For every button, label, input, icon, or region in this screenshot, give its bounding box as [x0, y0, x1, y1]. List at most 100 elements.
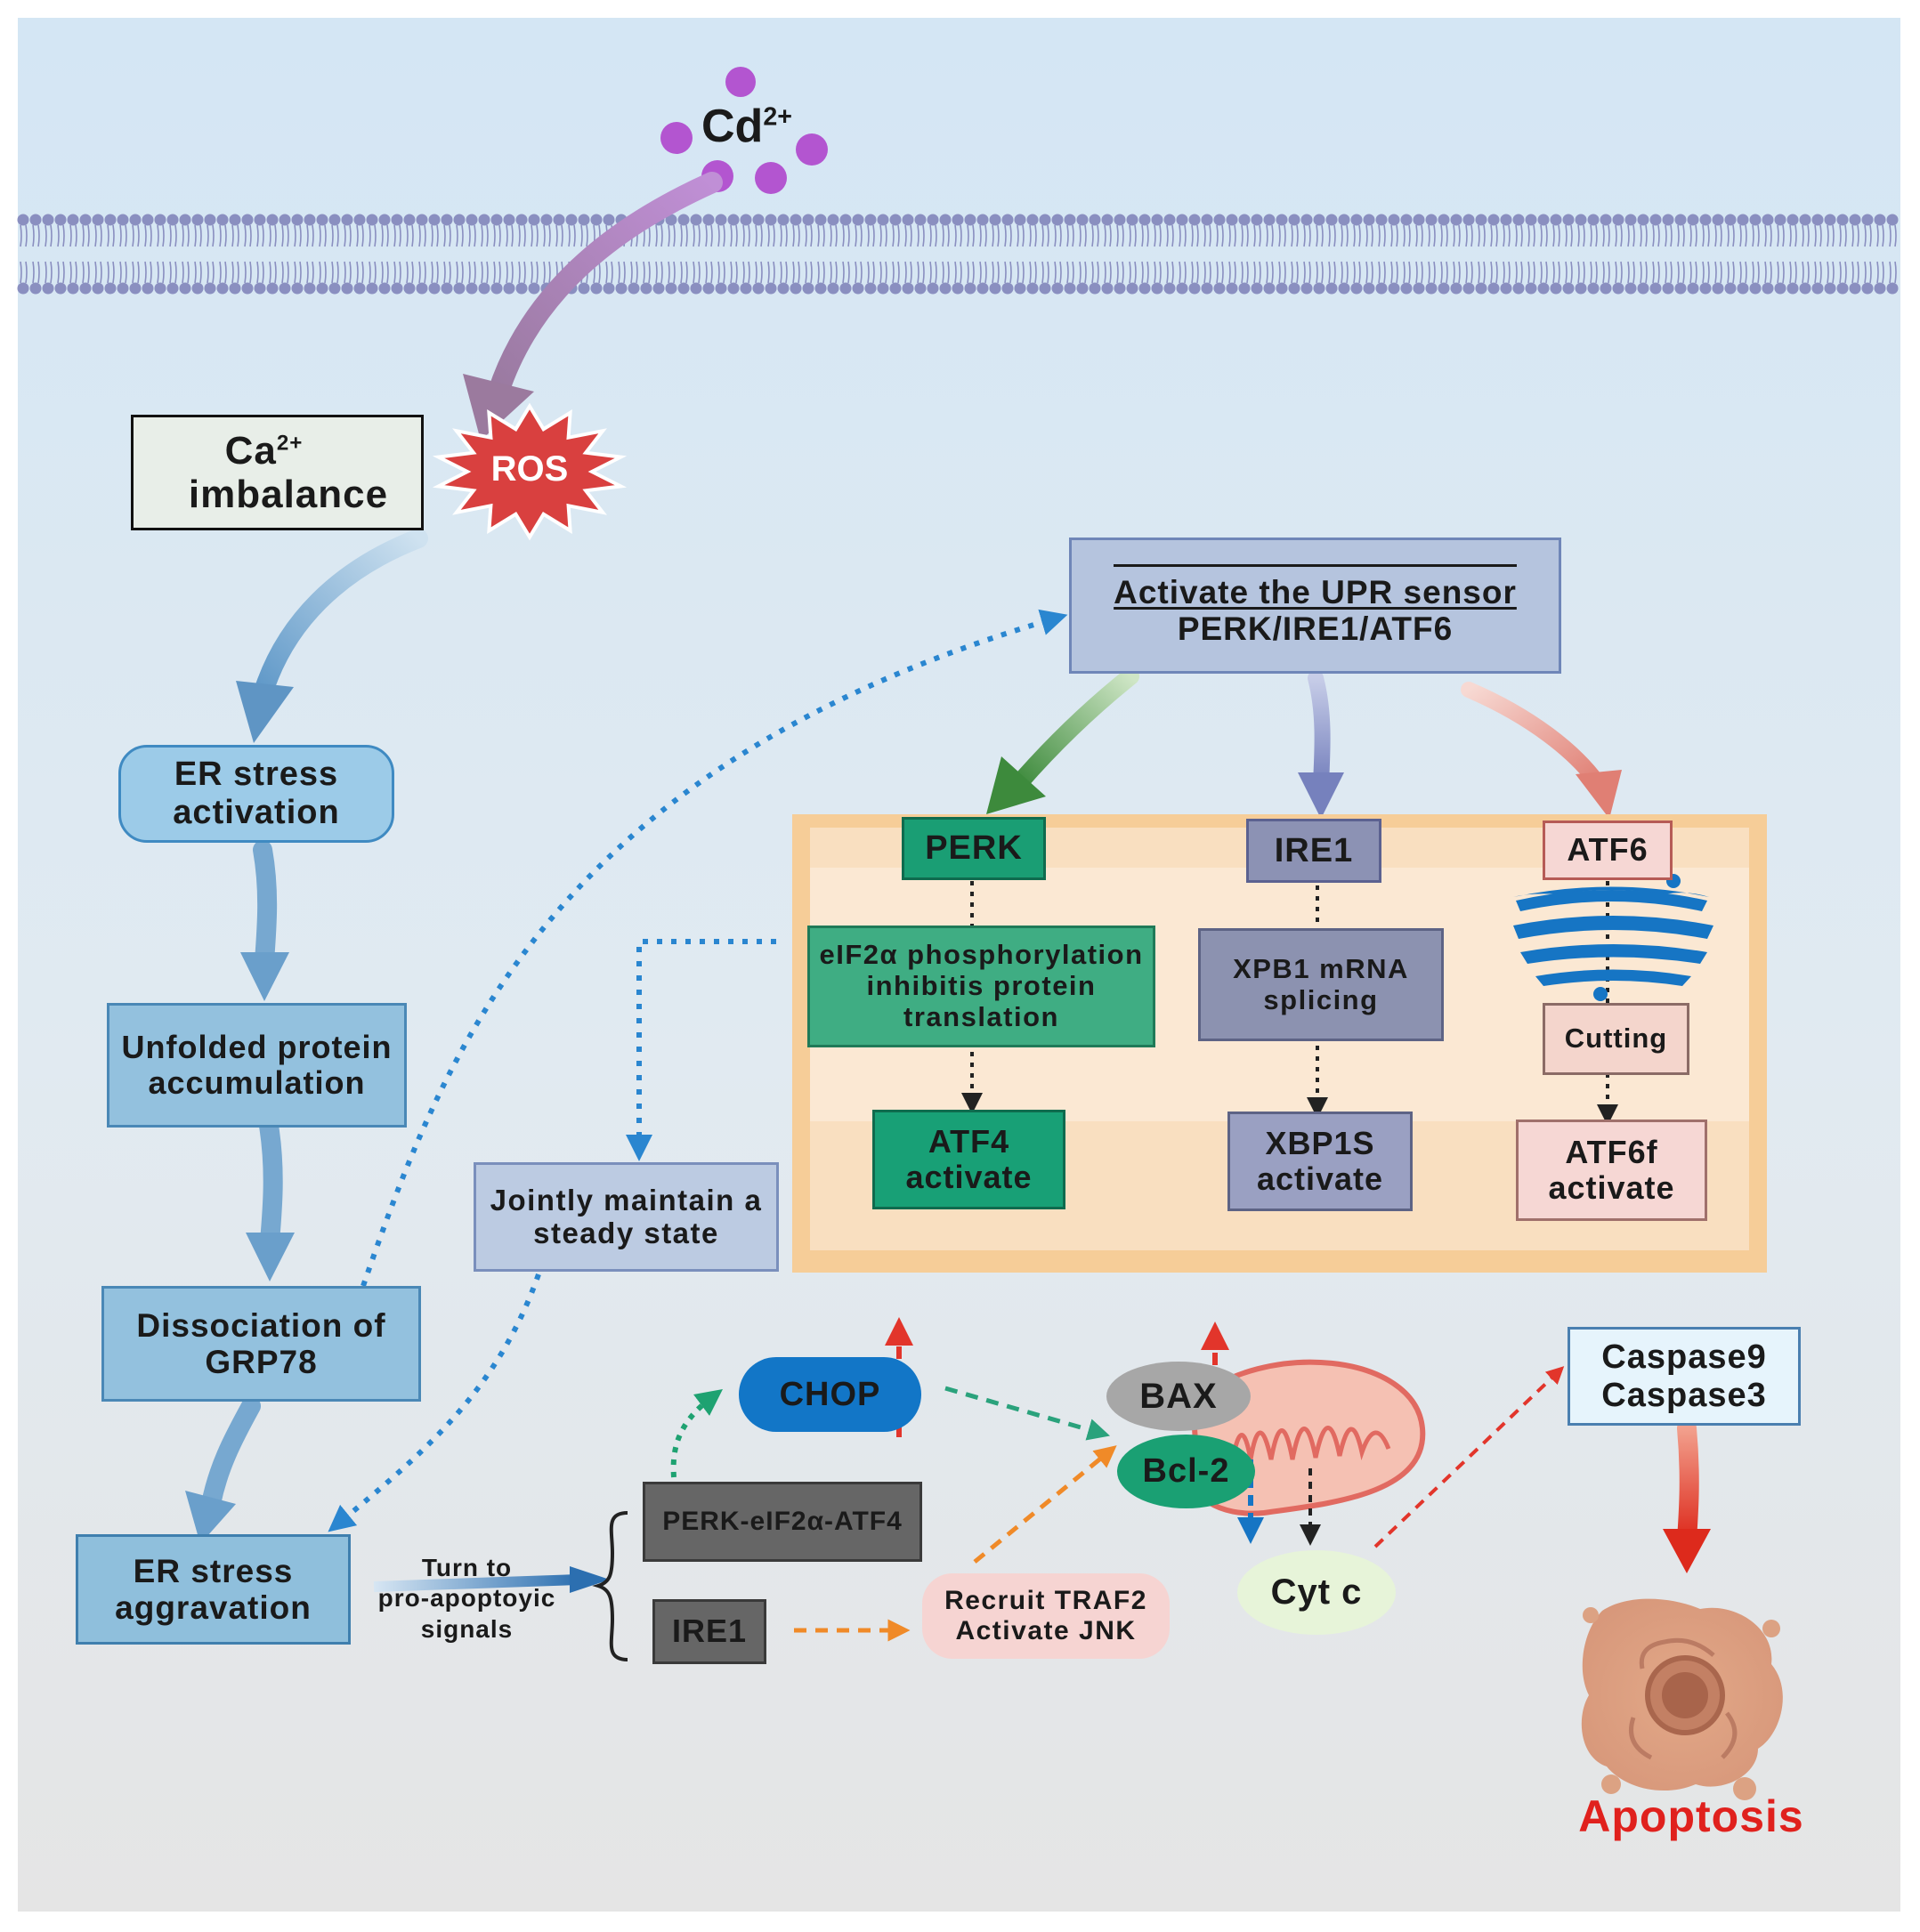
- lipid-head: [1687, 282, 1699, 295]
- lipid-tail: [1084, 224, 1087, 247]
- cadmium-ions-icon: [660, 67, 828, 194]
- lipid-tail: [1857, 224, 1859, 247]
- lipid-head: [1786, 214, 1799, 226]
- lipid-tail: [237, 224, 239, 247]
- lipid-head: [1575, 214, 1587, 226]
- lipid-tail: [498, 224, 501, 247]
- lipid-tail: [860, 224, 863, 247]
- lipid-tail: [194, 261, 197, 284]
- lipid-tail: [723, 224, 725, 247]
- lipid-tail: [25, 261, 28, 284]
- lipid-tail: [306, 261, 309, 284]
- lipid-head: [466, 282, 478, 295]
- lipid-tail: [760, 261, 763, 284]
- lipid-head: [1263, 282, 1276, 295]
- lipid-tail: [1770, 261, 1772, 284]
- perk-box: PERK: [902, 817, 1046, 880]
- golgi-apparatus-icon: [1513, 874, 1713, 1001]
- lipid-head: [1487, 282, 1500, 295]
- lipid-head: [727, 214, 740, 226]
- lipid-head: [1263, 214, 1276, 226]
- lipid-head: [615, 282, 628, 295]
- lipid-head: [304, 282, 316, 295]
- lipid-tail: [1091, 261, 1094, 284]
- lipid-head: [1799, 214, 1811, 226]
- lipid-tail: [1308, 224, 1311, 247]
- lipid-head: [1874, 282, 1886, 295]
- lipid-head: [104, 214, 117, 226]
- lipid-tail: [1378, 224, 1381, 247]
- lipid-tail: [1832, 224, 1835, 247]
- atf6-box: ATF6: [1543, 820, 1673, 880]
- lipid-head: [1338, 214, 1350, 226]
- lipid-head: [528, 282, 540, 295]
- lipid-tail: [735, 261, 738, 284]
- lipid-head: [765, 282, 777, 295]
- lipid-tail: [1059, 261, 1062, 284]
- lipid-head: [690, 282, 702, 295]
- lipid-tail: [1134, 224, 1137, 247]
- lipid-head: [1001, 282, 1014, 295]
- lipid-head: [1824, 214, 1836, 226]
- lipid-head: [291, 282, 304, 295]
- lipid-head: [1413, 214, 1425, 226]
- lipid-tail: [1702, 224, 1705, 247]
- lipid-tail: [1608, 261, 1610, 284]
- lipid-tail: [294, 261, 296, 284]
- lipid-tail: [144, 261, 147, 284]
- lipid-head: [515, 214, 528, 226]
- grp78-line2: GRP78: [205, 1344, 318, 1380]
- traf2-line2: Activate JNK: [955, 1616, 1137, 1645]
- eif2a-line2: inhibitis protein: [866, 970, 1097, 1002]
- xbp1s-line2: activate: [1256, 1160, 1384, 1197]
- lipid-tail: [461, 261, 464, 284]
- lipid-head: [453, 214, 466, 226]
- lipid-head: [1251, 214, 1263, 226]
- lipid-head: [1450, 282, 1462, 295]
- lipid-head: [1575, 282, 1587, 295]
- lipid-tail: [972, 224, 975, 247]
- lipid-head: [1674, 282, 1687, 295]
- lipid-head: [1612, 282, 1624, 295]
- lipid-tail: [867, 224, 870, 247]
- lipid-tail: [1857, 261, 1859, 284]
- lipid-tail: [1365, 224, 1368, 247]
- steady-state-box: Jointly maintain a steady state: [474, 1162, 779, 1272]
- lipid-head: [1388, 214, 1400, 226]
- lipid-tail: [792, 261, 795, 284]
- lipid-tail: [1540, 261, 1543, 284]
- lipid-tail: [518, 261, 521, 284]
- lipid-head: [1737, 214, 1749, 226]
- lipid-tail: [710, 261, 713, 284]
- lipid-tail: [474, 224, 476, 247]
- lipid-tail: [879, 261, 882, 284]
- lipid-tail: [411, 261, 414, 284]
- lipid-head: [1313, 282, 1325, 295]
- lipid-head: [142, 282, 154, 295]
- lipid-tail: [972, 261, 975, 284]
- lipid-tail: [855, 224, 857, 247]
- lipid-tail: [87, 261, 90, 284]
- lipid-head: [715, 214, 727, 226]
- cadmium-symbol: Cd: [701, 101, 764, 152]
- lipid-tail: [1844, 261, 1847, 284]
- ire1-box: IRE1: [1246, 819, 1381, 883]
- lipid-head: [1836, 214, 1849, 226]
- lipid-tail: [822, 224, 825, 247]
- lipid-tail: [1104, 261, 1106, 284]
- lipid-head: [914, 282, 927, 295]
- lipid-tail: [1714, 224, 1717, 247]
- lipid-tail: [1066, 261, 1069, 284]
- lipid-tail: [256, 224, 259, 247]
- lipid-tail: [1645, 261, 1648, 284]
- lipid-tail: [274, 261, 277, 284]
- lipid-head: [1649, 282, 1662, 295]
- lipid-tail: [344, 224, 346, 247]
- lipid-tail: [1632, 224, 1635, 247]
- lipid-head: [179, 214, 191, 226]
- lipid-tail: [1682, 224, 1685, 247]
- lipid-tail: [1657, 261, 1660, 284]
- lipid-tail: [1415, 261, 1418, 284]
- lipid-tail: [107, 261, 109, 284]
- lipid-head: [54, 282, 67, 295]
